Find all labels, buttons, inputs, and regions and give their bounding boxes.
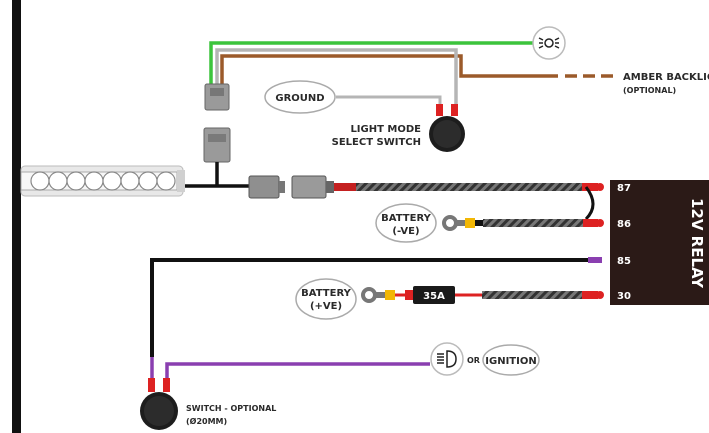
upper-connector — [204, 83, 230, 111]
amber-optional-label: (OPTIONAL) — [623, 86, 676, 95]
parking-light-icon — [532, 26, 566, 60]
headlight-icon — [430, 342, 464, 376]
frame-bar — [12, 0, 21, 433]
switch-size-label: (Ø20MM) — [186, 416, 227, 426]
light-mode-label-2: SELECT SWITCH — [332, 137, 421, 148]
relay-jumper — [584, 186, 595, 221]
pin-86: 86 — [617, 219, 631, 230]
pin85-wire — [150, 258, 596, 357]
battery-neg-label-1: BATTERY — [381, 213, 431, 224]
brown-wire — [220, 54, 558, 86]
ground-label: GROUND — [275, 93, 324, 104]
pin-85: 85 — [617, 256, 631, 267]
pin-30: 30 — [617, 291, 631, 302]
ground-wire — [336, 95, 442, 105]
switch-optional-label: SWITCH - OPTIONAL — [186, 404, 276, 413]
light-mode-label-1: LIGHT MODE — [350, 124, 421, 135]
grey-wire — [215, 48, 458, 105]
mid-connector-left — [248, 175, 285, 199]
light-mode-switch — [429, 104, 465, 152]
ignition-label: IGNITION — [485, 356, 536, 367]
light-bar — [20, 165, 185, 197]
purple-wire — [165, 362, 430, 380]
optional-switch — [140, 378, 178, 430]
battery-pos-label-1: BATTERY — [301, 288, 351, 299]
braided-wire-86 — [483, 219, 583, 227]
ignition-pill: IGNITION — [482, 344, 540, 376]
battery-pos-label-2: (+VE) — [310, 301, 342, 312]
or-label: OR — [467, 356, 480, 365]
lower-connector — [203, 127, 231, 163]
amber-backlight-label: AMBER BACKLIGHT — [623, 72, 709, 83]
pin-87: 87 — [617, 183, 631, 194]
battery-neg-pill: BATTERY (-VE) — [375, 203, 437, 243]
relay: 12V RELAY 87 86 85 30 — [610, 180, 709, 305]
lightbar-wire — [185, 162, 250, 188]
braided-wire-87 — [356, 183, 582, 191]
battery-neg-ring — [442, 215, 458, 231]
battery-neg-label-2: (-VE) — [392, 226, 419, 237]
fuse — [413, 286, 455, 304]
battery-pos-ring — [361, 287, 377, 303]
battery-pos-pill: BATTERY (+VE) — [295, 278, 357, 320]
ground-pill: GROUND — [264, 80, 336, 114]
relay-label: 12V RELAY — [688, 198, 706, 289]
fuse-label: 35A — [423, 291, 445, 302]
mid-connector-right — [291, 175, 356, 199]
braided-wire-30 — [482, 291, 582, 299]
green-wire — [209, 41, 533, 86]
